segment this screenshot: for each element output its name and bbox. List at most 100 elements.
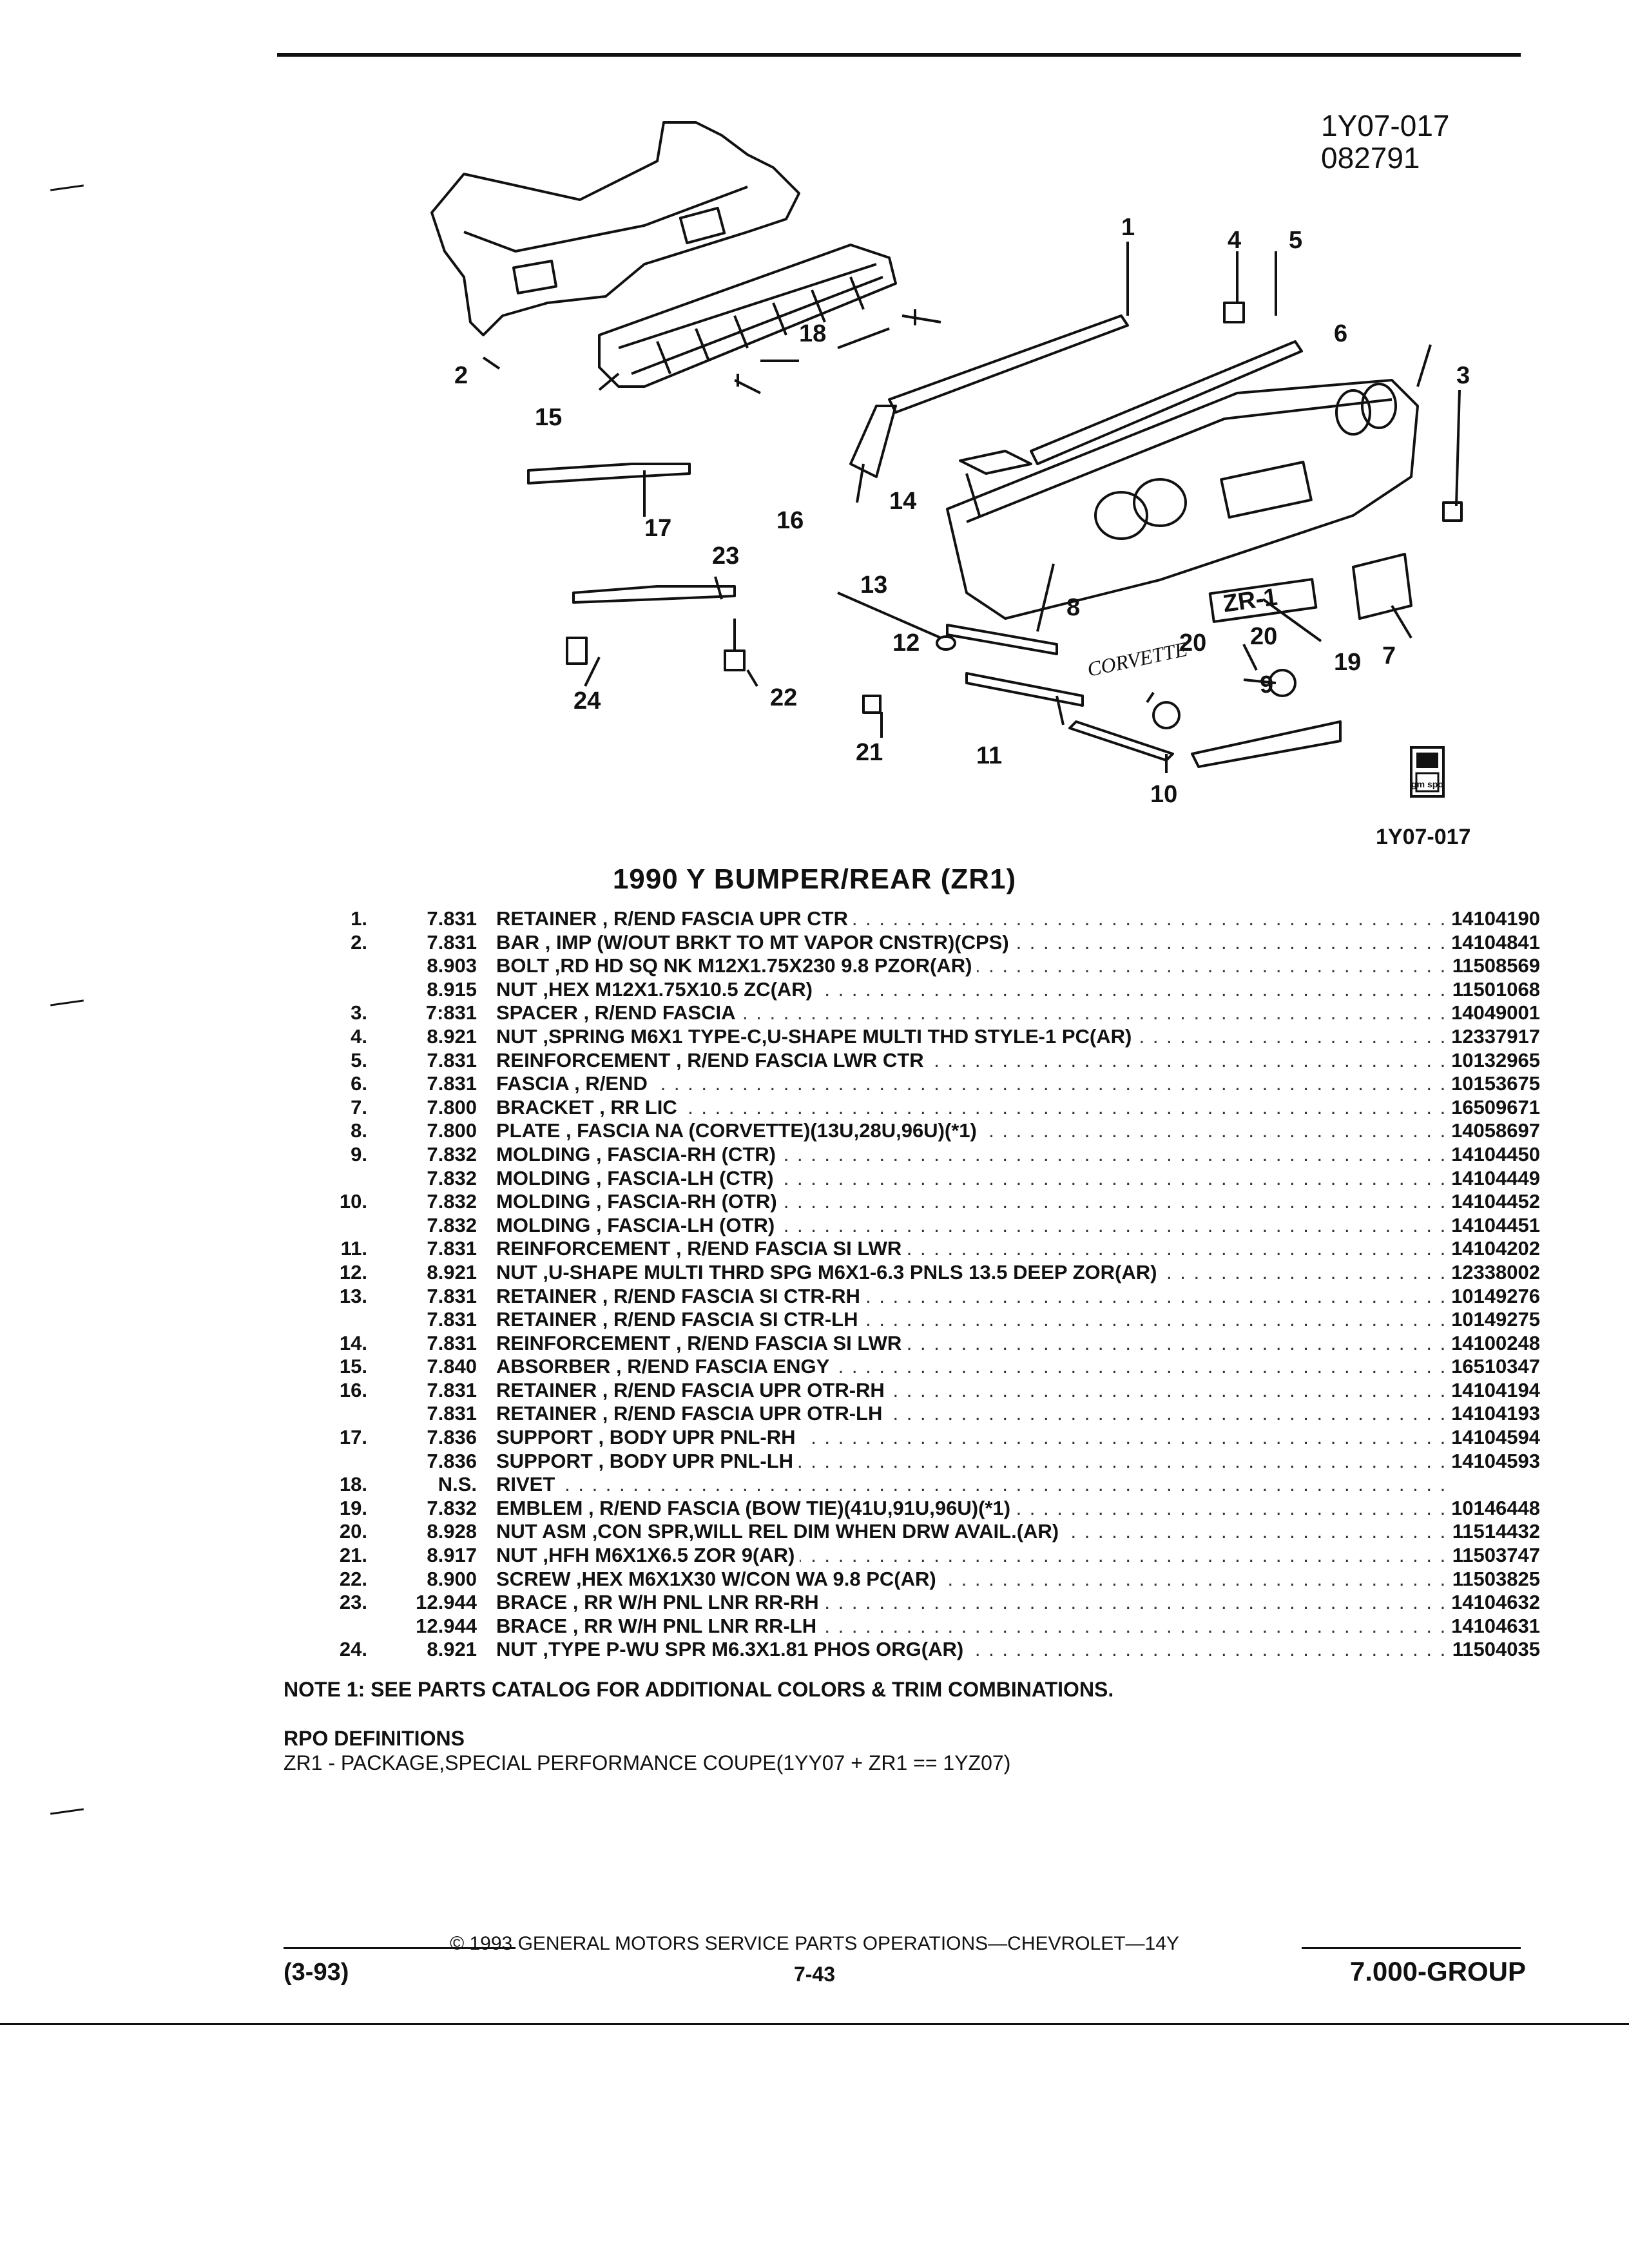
part-detail: ,SPRING M6X1 TYPE-C,U-SHAPE MULTI THD ST… bbox=[543, 1024, 1132, 1048]
part-detail: , RR W/H PNL LNR RR-RH bbox=[572, 1591, 819, 1614]
group-number: 8.928 bbox=[427, 1520, 477, 1543]
part-description: NUT ASM ,CON SPR,WILL REL DIM WHEN DRW A… bbox=[496, 1520, 1450, 1544]
item-number: 17. bbox=[339, 1426, 367, 1449]
group-number: 8.921 bbox=[427, 1638, 477, 1661]
part-number: 14058697 bbox=[1451, 1119, 1540, 1142]
part-detail: , R/END FASCIA SI CTR-RH bbox=[602, 1284, 860, 1307]
group-number: 7.831 bbox=[427, 1072, 477, 1095]
group-number: 7.832 bbox=[427, 1190, 477, 1213]
part-name: RIVET bbox=[496, 1473, 555, 1496]
group-number: 7.831 bbox=[427, 1048, 477, 1072]
margin-mark bbox=[50, 1808, 84, 1815]
part-detail: ,HEX M12X1.75X10.5 ZC(AR) bbox=[543, 977, 813, 1001]
fascia-spacer bbox=[1442, 501, 1463, 522]
body-support bbox=[527, 463, 691, 485]
part-description: MOLDING , FASCIA-RH (OTR) bbox=[496, 1190, 1450, 1214]
part-description: MOLDING , FASCIA-RH (CTR) bbox=[496, 1142, 1450, 1167]
part-description: BOLT ,RD HD SQ NK M12X1.75X230 9.8 PZOR(… bbox=[496, 954, 1450, 978]
type-p-nut bbox=[566, 637, 588, 665]
part-number: 14104452 bbox=[1451, 1190, 1540, 1213]
group-number: 7.831 bbox=[427, 930, 477, 954]
part-name: REINFORCEMENT bbox=[496, 1048, 671, 1072]
flange-nut bbox=[862, 695, 882, 714]
item-number: 10. bbox=[339, 1190, 367, 1213]
part-description: REINFORCEMENT , R/END FASCIA SI LWR bbox=[496, 1331, 1450, 1356]
part-number: 10149276 bbox=[1451, 1284, 1540, 1307]
item-number: 3. bbox=[351, 1001, 367, 1024]
part-description: MOLDING , FASCIA-LH (OTR) bbox=[496, 1213, 1450, 1238]
callout-4: 4 bbox=[1228, 227, 1241, 254]
part-detail: , FASCIA NA (CORVETTE)(13U,28U,96U)(*1) bbox=[565, 1119, 977, 1142]
part-detail: , FASCIA-LH (CTR) bbox=[596, 1166, 774, 1189]
part-name: MOLDING bbox=[496, 1190, 591, 1213]
margin-mark bbox=[50, 184, 84, 191]
side-center-retainer bbox=[946, 624, 1058, 655]
part-name: MOLDING bbox=[496, 1213, 591, 1236]
exploded-parts-diagram: 1 2 3 4 5 6 7 8 9 10 11 12 13 14 15 16 1… bbox=[430, 121, 1470, 808]
part-number: 14104193 bbox=[1451, 1402, 1540, 1425]
callout-17: 17 bbox=[644, 515, 671, 542]
item-number: 19. bbox=[339, 1496, 367, 1519]
callout-23: 23 bbox=[712, 543, 739, 570]
part-name: ABSORBER bbox=[496, 1355, 611, 1378]
rear-fascia bbox=[946, 379, 1419, 620]
part-number: 12338002 bbox=[1451, 1260, 1540, 1283]
group-number: 12.944 bbox=[416, 1614, 477, 1637]
item-number: 4. bbox=[351, 1024, 367, 1048]
part-name: NUT bbox=[496, 1024, 537, 1048]
group-number: 7.831 bbox=[427, 1308, 477, 1331]
part-name: MOLDING bbox=[496, 1166, 591, 1189]
group-number: 7.832 bbox=[427, 1496, 477, 1519]
part-number: 11508569 bbox=[1452, 954, 1540, 977]
nut-assembly bbox=[1152, 701, 1181, 729]
part-detail: , R/END FASCIA UPR OTR-LH bbox=[602, 1402, 883, 1425]
callout-12: 12 bbox=[892, 629, 920, 657]
group-number: 8.903 bbox=[427, 954, 477, 977]
part-detail: ,HEX M6X1X30 W/CON WA 9.8 PC(AR) bbox=[576, 1567, 936, 1590]
part-number: 10146448 bbox=[1451, 1496, 1540, 1519]
diagram-code: 1Y07-017 bbox=[1321, 109, 1450, 142]
part-number: 14104594 bbox=[1451, 1426, 1540, 1449]
part-name: NUT bbox=[496, 1260, 537, 1283]
footer-rule-right bbox=[1302, 1947, 1521, 1949]
part-number: 14104190 bbox=[1451, 907, 1540, 930]
part-number: 12337917 bbox=[1451, 1024, 1540, 1048]
group-number: 8.900 bbox=[427, 1567, 477, 1590]
svg-text:gm spo: gm spo bbox=[1411, 779, 1443, 789]
hex-screw bbox=[724, 619, 746, 671]
part-number: 14104194 bbox=[1451, 1378, 1540, 1401]
rpo-heading: RPO DEFINITIONS bbox=[284, 1727, 465, 1750]
footer-revision: (3-93) bbox=[284, 1959, 349, 1986]
rivet bbox=[734, 374, 761, 394]
part-number: 14104449 bbox=[1451, 1166, 1540, 1189]
diagram-code-bottom: 1Y07-017 bbox=[1376, 825, 1471, 849]
part-description: NUT ,SPRING M6X1 TYPE-C,U-SHAPE MULTI TH… bbox=[496, 1024, 1450, 1049]
impact-bar bbox=[430, 121, 800, 336]
item-number: 23. bbox=[339, 1591, 367, 1614]
item-number: 15. bbox=[339, 1355, 367, 1378]
part-name: SPACER bbox=[496, 1001, 578, 1024]
group-number: 8.921 bbox=[427, 1024, 477, 1048]
emblem bbox=[1208, 578, 1318, 623]
lower-center-reinforcement bbox=[1030, 340, 1303, 465]
item-number: 11. bbox=[340, 1237, 367, 1260]
group-number: 8.915 bbox=[427, 977, 477, 1001]
part-number: 14104593 bbox=[1451, 1449, 1540, 1472]
rpo-definition: ZR1 - PACKAGE,SPECIAL PERFORMANCE COUPE(… bbox=[284, 1751, 1011, 1774]
group-number: 7.831 bbox=[427, 1237, 477, 1260]
part-description: NUT ,HEX M12X1.75X10.5 ZC(AR) bbox=[496, 977, 1450, 1002]
part-name: BRACKET bbox=[496, 1095, 594, 1119]
part-detail: , R/END FASCIA (BOW TIE)(41U,91U,96U)(*1… bbox=[588, 1496, 1011, 1519]
group-number: 8.921 bbox=[427, 1260, 477, 1283]
part-name: REINFORCEMENT bbox=[496, 1331, 671, 1354]
part-number: 14104631 bbox=[1451, 1614, 1540, 1637]
callout-11: 11 bbox=[976, 742, 1002, 769]
